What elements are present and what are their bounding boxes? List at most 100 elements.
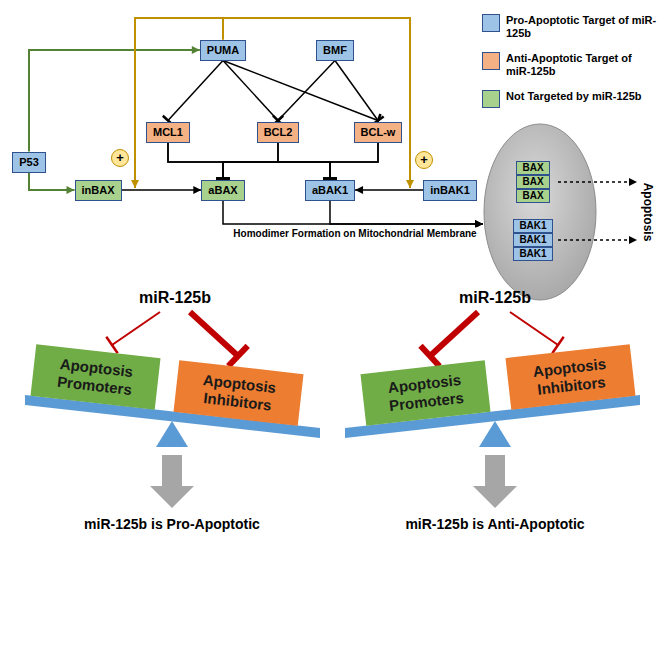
inhibition-connector (273, 61, 335, 126)
connector-line (122, 189, 202, 191)
connector-line (355, 189, 423, 191)
connector-line (223, 143, 278, 179)
node-text: inBAK1 (430, 184, 470, 196)
node-text: BAK1 (519, 234, 546, 245)
arrow-head (131, 180, 139, 188)
process-label: Homodimer Formation on Mitochondrial Mem… (232, 228, 477, 239)
node-text: MCL1 (153, 126, 183, 138)
inhibition-lines (106, 312, 563, 366)
node-text: aBAX (208, 184, 237, 196)
node-text: BAX (522, 162, 543, 173)
node-text: BCL-w (361, 126, 396, 138)
arrow-head (67, 186, 75, 194)
plus-sign: + (111, 149, 129, 167)
connector-line (168, 61, 223, 121)
node-text: BMF (323, 44, 347, 56)
plus-sign: + (415, 151, 433, 169)
connector-line (223, 61, 378, 121)
protein-box: aBAX (201, 180, 244, 201)
node-text: Apoptosis Inhibitors (510, 353, 630, 402)
inhibition-connector (163, 61, 223, 126)
node-text: inBAX (82, 184, 115, 196)
block-arrow (473, 455, 517, 508)
inhibition-connector (168, 143, 230, 179)
connector-line (168, 143, 223, 179)
connector-line (168, 143, 330, 179)
activation-connector (29, 173, 75, 195)
protein-box: PUMA (200, 40, 246, 61)
mitochondrion (484, 124, 596, 300)
legend-swatch (482, 14, 500, 32)
legend-swatch (482, 52, 500, 70)
activation-connector (223, 18, 414, 188)
node-text: PUMA (207, 44, 239, 56)
connector-line (278, 143, 330, 179)
protein-box: MCL1 (146, 122, 190, 143)
protein-box: BCL2 (257, 122, 300, 143)
arrow-head (355, 186, 363, 194)
node-text: BAK1 (519, 220, 546, 231)
node-text: P53 (19, 156, 39, 168)
activation-connector (223, 201, 483, 229)
arrow-head (629, 178, 637, 186)
fulcrum (156, 421, 188, 447)
activation-connector (330, 201, 483, 229)
inhibition-connector (335, 61, 384, 125)
node-text: BCL2 (264, 126, 293, 138)
connector-line (223, 201, 483, 225)
inhibition-connector (223, 61, 283, 126)
node-text: BAX (522, 190, 543, 201)
fulcrum (479, 421, 511, 447)
node-text: Apoptosis Promoters (35, 353, 155, 402)
protein-box: aBAK1 (305, 180, 355, 201)
node-text: Apoptosis Promoters (365, 369, 485, 418)
protein-box: inBAK1 (423, 180, 477, 201)
connector-line (330, 143, 378, 179)
connector-line (335, 61, 378, 121)
conclusion-text: miR-125b is Anti-Apoptotic (405, 516, 584, 532)
activation-connector (29, 46, 200, 152)
connector-line (278, 61, 335, 121)
dimer-box: BAK1 (513, 233, 552, 247)
arrow-head (193, 186, 201, 194)
arrow-head (192, 46, 200, 54)
legend-text: Pro-Apoptotic Target of miR-125b (506, 14, 658, 40)
protein-box: inBAX (75, 180, 122, 201)
node-text: BAK1 (519, 248, 546, 259)
inhibition-connector (278, 143, 337, 179)
conclusion-text: miR-125b is Pro-Apoptotic (84, 516, 260, 532)
node-text: BAX (522, 176, 543, 187)
inhibition-connector (168, 143, 337, 179)
connector-line (223, 143, 378, 179)
mirna-label: miR-125b (459, 289, 531, 307)
legend-text: Anti-Apoptotic Target of miR-125b (506, 52, 658, 78)
connector-line (330, 201, 483, 225)
protein-box: BMF (316, 40, 354, 61)
node-text: Apoptosis Inhibitors (178, 369, 298, 418)
protein-box: BCL-w (354, 122, 403, 143)
block-arrow (150, 455, 194, 508)
arrow-head (406, 180, 414, 188)
mirna-label: miR-125b (139, 289, 211, 307)
legend-swatch (482, 90, 500, 108)
outcome-label: Apoptosis (641, 183, 655, 242)
connector-line (29, 50, 200, 152)
dimer-box: BAK1 (513, 219, 552, 233)
apoptosis-arrows (558, 182, 630, 240)
dimer-box: BAX (516, 175, 549, 189)
activation-connector (355, 186, 423, 194)
dimer-box: BAX (516, 161, 549, 175)
inhibition-connector (223, 61, 381, 128)
inhibition-connector (216, 143, 278, 179)
connector-line (223, 61, 278, 121)
connector-line (223, 18, 410, 188)
activation-connector (122, 186, 202, 194)
dimer-box: BAX (516, 189, 549, 203)
inhibition-connector (323, 143, 378, 179)
protein-box: P53 (12, 152, 46, 173)
inhibition-connector (216, 143, 378, 179)
dimer-box: BAK1 (513, 247, 552, 261)
node-text: aBAK1 (312, 184, 348, 196)
legend-text: Not Targeted by miR-125b (506, 90, 658, 103)
arrow-head (629, 236, 637, 244)
